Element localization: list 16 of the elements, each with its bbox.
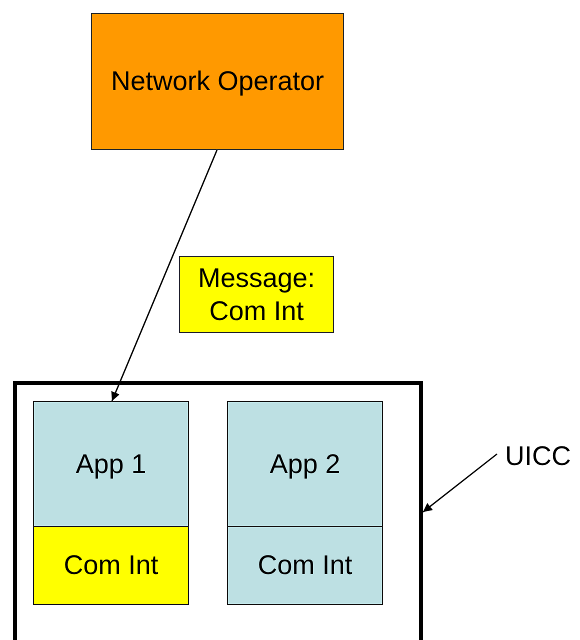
uicc-card-box	[13, 381, 423, 640]
operator-box	[91, 13, 344, 150]
box-label: Com Int	[64, 549, 158, 582]
message-box	[179, 256, 334, 333]
box-label: Com Int	[258, 549, 352, 582]
uicc-label: UICC	[505, 440, 571, 472]
app-box	[33, 401, 189, 527]
box-label: Network Operator	[110, 65, 324, 98]
arrow	[422, 453, 498, 513]
arrow	[111, 150, 218, 402]
interface-box	[227, 526, 383, 605]
box-label: Message: Com Int	[196, 262, 316, 327]
app-box	[227, 401, 383, 527]
interface-box	[33, 526, 189, 605]
box-label: App 1	[76, 448, 146, 480]
box-label: App 2	[270, 448, 340, 480]
